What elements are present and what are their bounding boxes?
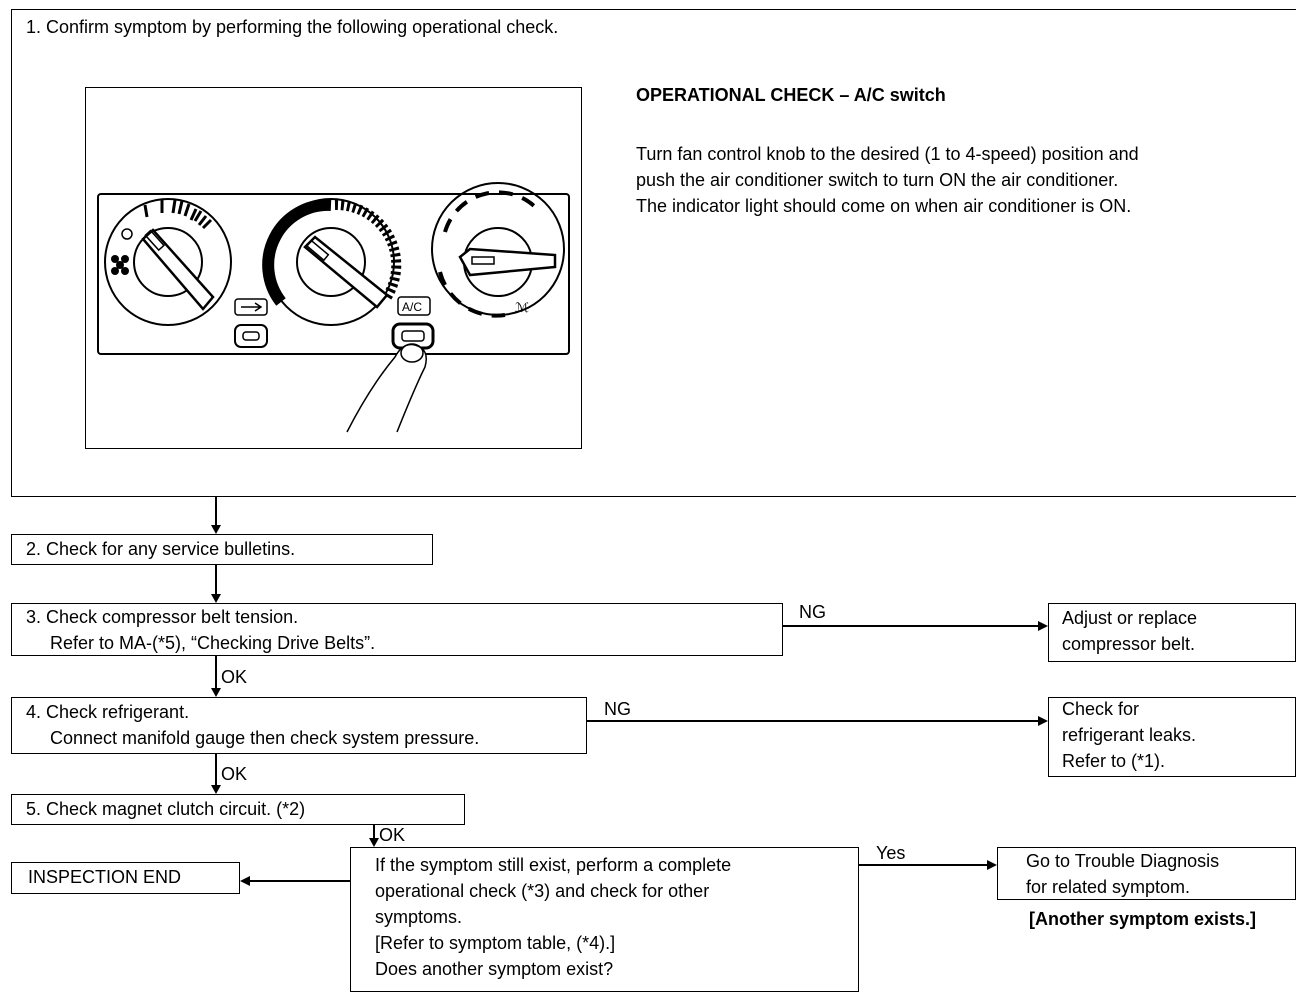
step4-ng-result-line-1: Check for (1062, 699, 1140, 719)
step3-line-2: Refer to MA-(*5), “Checking Drive Belts”… (50, 633, 376, 653)
step3-ng-result-line-2: compressor belt. (1062, 634, 1196, 654)
arrow-5-final (369, 838, 379, 847)
step4-ng-result-box (1048, 697, 1296, 777)
final-yes-arrow (987, 860, 997, 870)
step4-ng-arrow (1038, 716, 1048, 726)
final-yes-result-line-2: for related symptom. (1026, 877, 1191, 897)
step3-ng-line (783, 625, 1038, 627)
step2-label: 2. Check for any service bulletins. (26, 539, 296, 559)
inspection-end-label: INSPECTION END (28, 867, 182, 887)
operational-check-line-1: Turn fan control knob to the desired (1 … (636, 144, 1139, 164)
final-question-line-2: operational check (*3) and check for oth… (375, 881, 710, 901)
step4-ng-result-line-3: Refer to (*1). (1062, 751, 1166, 771)
step1-label: 1. Confirm symptom by performing the fol… (26, 17, 559, 37)
step3-ng-arrow (1038, 621, 1048, 631)
arrow-3-4 (211, 688, 221, 697)
step4-ng-result-line-2: refrigerant leaks. (1062, 725, 1197, 745)
operational-check-title: OPERATIONAL CHECK – A/C switch (636, 85, 946, 105)
step4-line-1: 4. Check refrigerant. (26, 702, 190, 722)
step3-ok-label: OK (221, 667, 248, 687)
arrow-2-3 (211, 594, 221, 603)
step3-ng-label: NG (799, 602, 826, 622)
final-no-arrow (240, 876, 250, 886)
final-question-line-3: symptoms. (375, 907, 463, 927)
step3-line-1: 3. Check compressor belt tension. (26, 607, 299, 627)
final-yes-result-line-1: Go to Trouble Diagnosis (1026, 851, 1220, 871)
fan-icon (111, 255, 129, 275)
arrow-4-5 (211, 785, 221, 794)
final-yes-line (859, 864, 987, 866)
step4-box (11, 697, 587, 754)
step5-box (11, 794, 465, 825)
arrow-1-2 (211, 525, 221, 534)
final-question-line-1: If the symptom still exist, perform a co… (375, 855, 732, 875)
connector-3-4 (215, 656, 217, 689)
connector-1-2 (215, 497, 217, 525)
inspection-end-box (11, 862, 240, 894)
step3-box (11, 603, 783, 656)
step4-ng-label: NG (604, 699, 631, 719)
hvac-control-panel-illustration: ℳ A/C (97, 182, 570, 433)
step3-ng-result-line-1: Adjust or replace (1062, 608, 1198, 628)
step5-label: 5. Check magnet clutch circuit. (*2) (26, 799, 306, 819)
step3-ng-result-box (1048, 603, 1296, 662)
defrost-icon: ℳ (515, 300, 529, 315)
connector-4-5 (215, 754, 217, 785)
operational-check-line-3: The indicator light should come on when … (636, 196, 1132, 216)
operational-check-line-2: push the air conditioner switch to turn … (636, 170, 1119, 190)
final-question-box (350, 847, 859, 992)
connector-2-3 (215, 565, 217, 594)
step4-ok-label: OK (221, 764, 248, 784)
final-question-line-5: Does another symptom exist? (375, 959, 614, 979)
step2-box (11, 534, 433, 565)
another-symptom-note: [Another symptom exists.] (1029, 909, 1257, 929)
step4-ng-line (587, 720, 1038, 722)
final-no-line (250, 880, 350, 882)
final-question-line-4: [Refer to symptom table, (*4).] (375, 933, 616, 953)
final-yes-result-box (997, 847, 1296, 900)
ac-button-label: A/C (402, 300, 422, 314)
step5-ok-label: OK (379, 825, 406, 845)
final-yes-label: Yes (876, 843, 906, 863)
connector-5-final (373, 825, 375, 838)
step4-line-2: Connect manifold gauge then check system… (50, 728, 480, 748)
